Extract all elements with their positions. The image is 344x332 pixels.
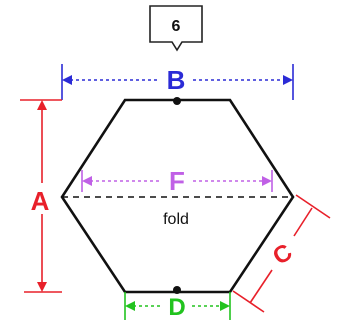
dimension-d: D bbox=[124, 292, 231, 321]
d-arrow-right bbox=[220, 301, 230, 311]
f-arrow-left bbox=[82, 176, 92, 186]
a-label: A bbox=[31, 186, 50, 216]
d-label: D bbox=[168, 294, 185, 321]
d-arrow-left bbox=[125, 301, 135, 311]
c-extension-bottom bbox=[232, 290, 265, 313]
f-arrow-right bbox=[262, 176, 272, 186]
top-center-dot bbox=[173, 97, 181, 105]
b-arrow-left bbox=[62, 75, 72, 85]
badge-box bbox=[149, 5, 203, 52]
bottom-center-dot bbox=[173, 286, 181, 294]
c-extension-top bbox=[295, 194, 331, 219]
b-label: B bbox=[167, 65, 186, 95]
number-badge: 6 bbox=[149, 5, 203, 52]
dimension-a: A bbox=[20, 99, 62, 293]
f-label: F bbox=[169, 166, 185, 196]
dimension-b: B bbox=[61, 64, 294, 100]
c-label: C bbox=[268, 239, 297, 271]
b-arrow-right bbox=[283, 75, 293, 85]
hexagon-outline bbox=[60, 98, 295, 294]
c-line-top bbox=[293, 207, 313, 237]
a-arrow-top bbox=[37, 100, 47, 110]
c-line-bottom bbox=[249, 269, 273, 304]
a-arrow-bottom bbox=[37, 282, 47, 292]
fold-label: fold bbox=[163, 211, 189, 228]
badge-number: 6 bbox=[172, 18, 181, 35]
dimension-f: F bbox=[81, 166, 273, 196]
